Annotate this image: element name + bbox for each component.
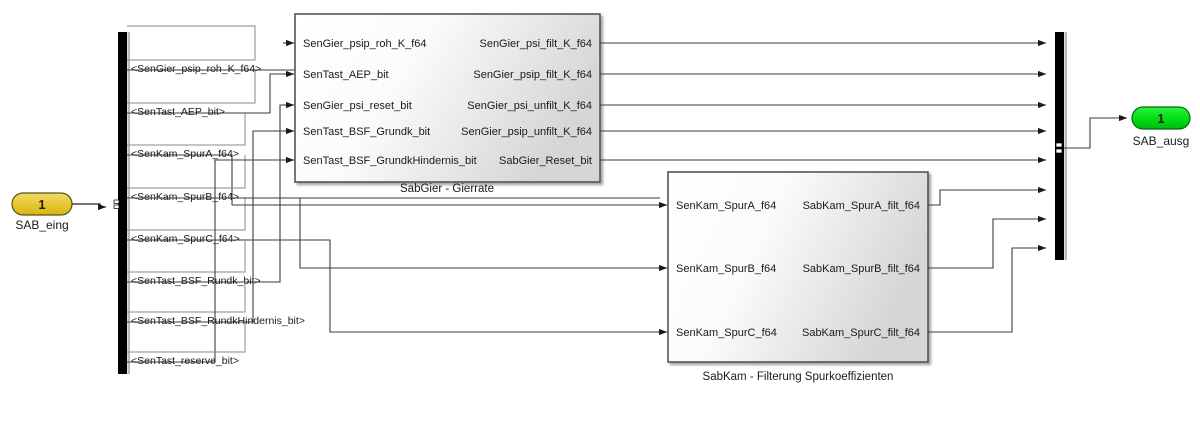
sabkam-body[interactable] [667,171,929,363]
bus-signal-label-5: <SenKam_SpurC_f64> [131,233,240,245]
wire-buscreator-to-outport [1064,114,1128,149]
bus-creator-outport-a [1055,142,1063,148]
bus-selector-bar[interactable] [118,32,127,374]
outport-caption: SAB_ausg [1133,134,1190,148]
bus-selector-inport-a [113,199,120,204]
bus-creator-shadow [1064,32,1067,260]
outport-sab-ausg[interactable]: 1 [1131,106,1191,130]
bus-signal-8: <SenTast_reserve_bit> [127,159,287,367]
bus-signal-2: <SenTast_AEP_bit> [127,69,287,118]
bus-signal-label-8: <SenTast_reserve_bit> [131,355,239,367]
bus-signal-label-3: <SenKam_SpurA_f64> [131,148,239,160]
sabgier-output-label-3: SenGier_psi_unfilt_K_f64 [467,100,592,112]
outport-shape[interactable] [1131,106,1191,130]
wires-sabgier-to-buscreator [600,39,1047,164]
sabkam-input-label-2: SenKam_SpurB_f64 [676,263,776,275]
sabgier-input-label-1: SenGier_psip_roh_K_f64 [303,38,427,50]
sabkam-output-label-3: SabKam_SpurC_filt_f64 [802,327,920,339]
sabgier-input-label-2: SenTast_AEP_bit [303,69,389,81]
bus-signal-label-7: <SenTast_BSF_RundkHindernis_bit> [131,315,305,327]
bus-signal-label-6: <SenTast_BSF_Rundk_bit> [131,275,261,287]
sabkam-output-label-1: SabKam_SpurA_filt_f64 [803,200,920,212]
block-sabkam[interactable]: SenKam_SpurA_f64 SenKam_SpurB_f64 SenKam… [656,171,929,363]
sabgier-output-label-4: SenGier_psip_unfilt_K_f64 [461,126,592,138]
outport-number: 1 [1158,112,1165,126]
bus-selector-inport-b [113,204,120,209]
sabgier-caption: SabGier - Gierrate [400,183,494,195]
sabgier-input-label-4: SenTast_BSF_Grundk_bit [303,126,430,138]
sabgier-input-label-5: SenTast_BSF_GrundkHindernis_bit [303,155,477,167]
sabkam-input-label-1: SenKam_SpurA_f64 [676,200,776,212]
wire-spurB-to-sabkam [127,197,660,269]
bus-signal-label-1: <SenGier_psip_roh_K_f64> [131,63,261,75]
bus-signal-5: <SenKam_SpurC_f64> [127,197,331,268]
sabgier-body[interactable] [294,13,601,183]
sabkam-output-label-2: SabKam_SpurB_filt_f64 [803,263,920,275]
wires-sabkam-to-buscreator [928,186,1047,333]
inport-caption: SAB_eing [15,218,68,232]
bus-selector-shadow [127,32,130,374]
wire-spurC-to-sabkam [329,268,660,333]
sabgier-input-label-3: SenGier_psi_reset_bit [303,100,412,112]
bus-selector[interactable] [113,32,130,374]
bus-signal-label-2: <SenTast_AEP_bit> [131,106,225,118]
sabgier-output-label-2: SenGier_psip_filt_K_f64 [473,69,592,81]
sabkam-caption: SabKam - Filterung Spurkoeffizienten [703,371,894,383]
sabgier-output-label-1: SenGier_psi_filt_K_f64 [479,38,592,50]
sabkam-input-label-3: SenKam_SpurC_f64 [676,327,777,339]
inport-sab-eing[interactable]: 1 [11,192,73,216]
bus-creator-outport-b [1055,148,1063,154]
inport-number: 1 [39,198,46,212]
sabgier-output-label-5: SabGier_Reset_bit [499,155,592,167]
block-sabgier[interactable]: SenGier_psip_roh_K_f64 SenTast_AEP_bit S… [283,13,601,183]
bus-signal-7: <SenTast_BSF_RundkHindernis_bit> [127,130,305,327]
wire-inport-to-busselector [72,203,107,211]
bus-creator[interactable] [1055,32,1067,260]
bus-signal-label-4: <SenKam_SpurB_f64> [131,191,239,203]
